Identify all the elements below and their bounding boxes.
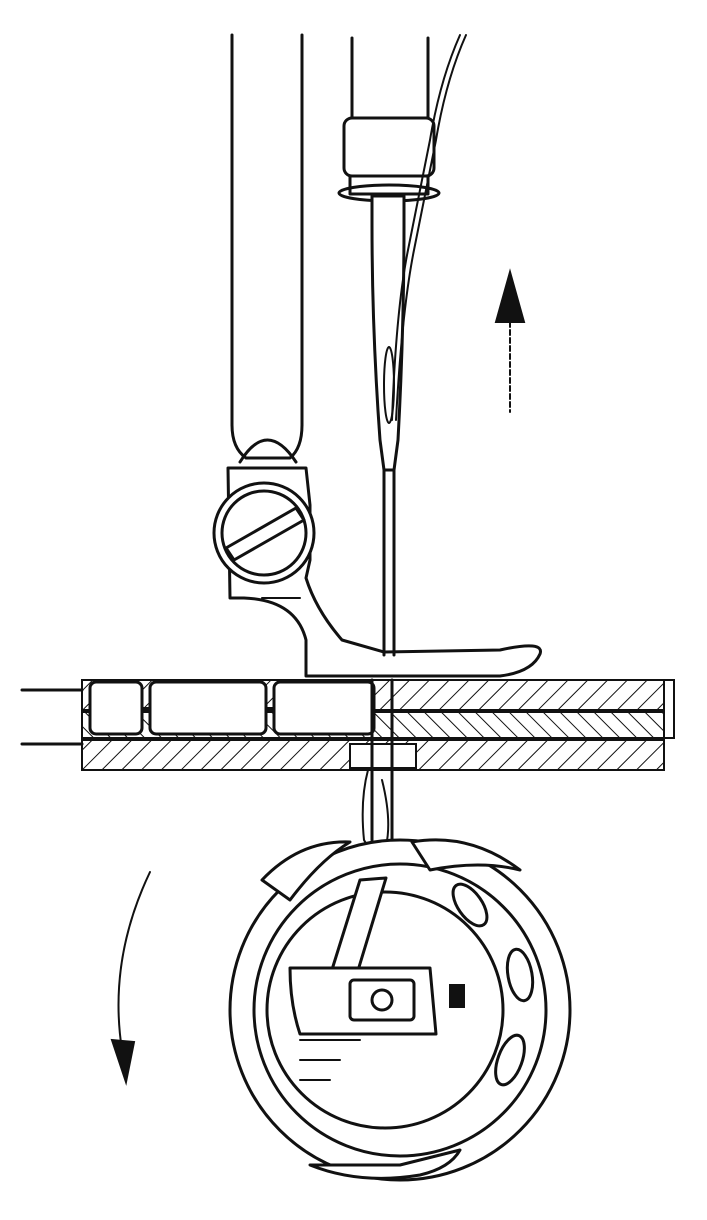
curved-arrow-down-icon <box>110 871 151 1086</box>
stitch-loops <box>20 680 376 746</box>
upper-thread <box>391 34 467 421</box>
needle-bar <box>350 36 430 120</box>
arrow-up-icon <box>494 268 526 413</box>
needle-clamp <box>337 116 441 203</box>
bobbin-case <box>265 876 505 1130</box>
needle <box>370 194 406 657</box>
presser-bar <box>230 33 304 464</box>
screw-icon <box>212 481 316 585</box>
